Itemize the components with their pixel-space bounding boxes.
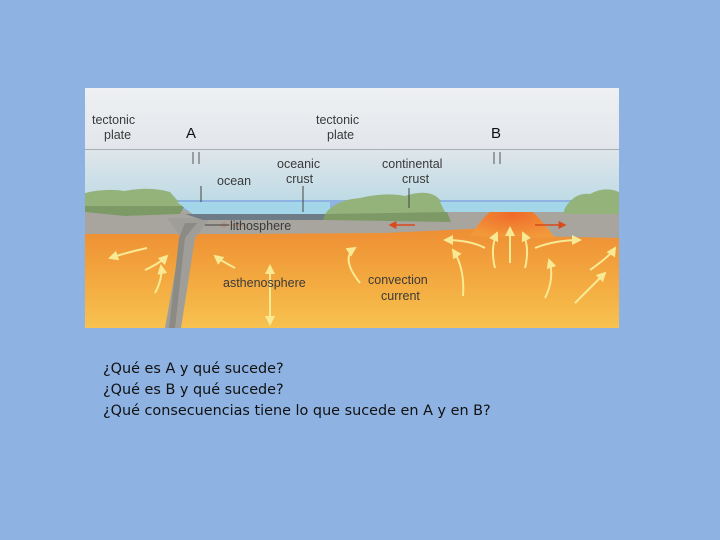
atmosphere-band — [85, 150, 619, 200]
sky-background — [85, 88, 619, 150]
lithosphere-label: lithosphere — [230, 219, 291, 233]
continental-crust-label: continental crust — [382, 157, 446, 186]
convection-current-label: convection current — [368, 273, 431, 303]
oceanic-crust-label: oceanic crust — [277, 157, 324, 186]
tectonic-plate-right-label: tectonic plate — [316, 113, 363, 142]
question-consequences: ¿Qué consecuencias tiene lo que sucede e… — [103, 403, 491, 419]
spreading-ridge — [470, 204, 555, 238]
boundary-ticks — [192, 152, 501, 164]
question-a: ¿Qué es A y qué sucede? — [103, 361, 284, 377]
convection-arrows — [108, 226, 617, 326]
asthenosphere-label: asthenosphere — [223, 276, 306, 290]
left-continent — [85, 188, 185, 206]
tectonic-plate-left-label: tectonic plate — [92, 113, 139, 142]
marker-a: A — [186, 125, 196, 142]
ocean-label: ocean — [217, 174, 251, 188]
question-b: ¿Qué es B y qué sucede? — [103, 382, 284, 398]
question-list: ¿Qué es A y qué sucede? ¿Qué es B y qué … — [103, 359, 491, 422]
plate-tectonics-diagram: tectonic plate tectonic plate A B ocean … — [85, 88, 619, 328]
marker-b: B — [491, 125, 501, 142]
asthenosphere-layer — [85, 228, 619, 328]
ocean-water — [177, 202, 330, 216]
right-ocean — [440, 202, 585, 212]
right-continent — [563, 189, 619, 214]
central-continent — [325, 192, 447, 214]
